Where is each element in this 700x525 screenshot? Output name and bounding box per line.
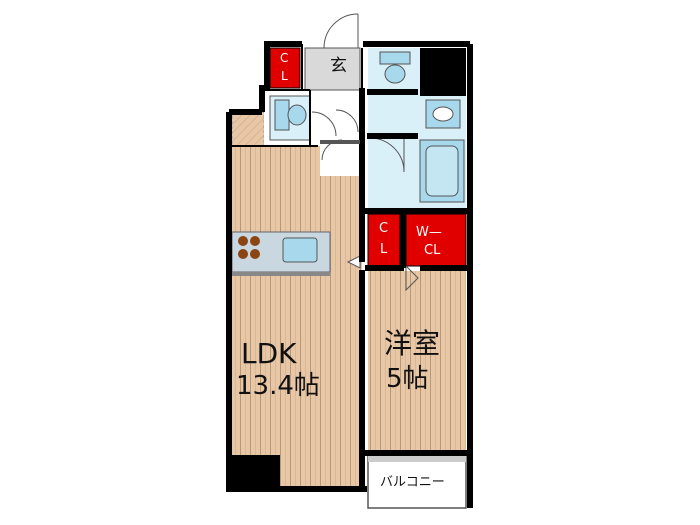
closet-room-label-c: C <box>379 221 389 236</box>
kitchen-counter <box>231 231 331 276</box>
hallway <box>264 90 368 146</box>
ldk-size-label: 13.4帖 <box>236 371 320 401</box>
ldk-label: LDK <box>241 337 297 370</box>
wet-area <box>368 48 466 208</box>
western-room-label: 洋室 <box>384 327 441 360</box>
bathtub-icon <box>419 139 465 203</box>
walls <box>226 41 473 508</box>
walk-in-closet-label-top: W— <box>416 225 442 240</box>
washbasin-icon <box>425 99 461 129</box>
closet-room <box>367 213 401 267</box>
stove-icon <box>238 236 260 259</box>
toilet-icon <box>274 99 307 131</box>
entrance <box>304 13 361 161</box>
walk-in-closet <box>405 213 467 267</box>
entrance-label: 玄 <box>330 56 347 76</box>
balcony <box>367 455 467 509</box>
closet-entrance <box>269 47 301 89</box>
toilet-icon <box>379 51 411 84</box>
closet-entrance-label-l: L <box>281 69 288 83</box>
balcony-label: バルコニー <box>380 475 445 490</box>
walk-in-closet-label-bottom: CL <box>424 243 441 258</box>
western-room-size-label: 5帖 <box>386 364 429 394</box>
closet-room-label-l: L <box>380 242 388 257</box>
kitchen-sink-icon <box>282 237 318 263</box>
closet-entrance-label-c: C <box>280 51 289 65</box>
ldk-room <box>231 111 362 486</box>
western-room <box>368 271 466 452</box>
